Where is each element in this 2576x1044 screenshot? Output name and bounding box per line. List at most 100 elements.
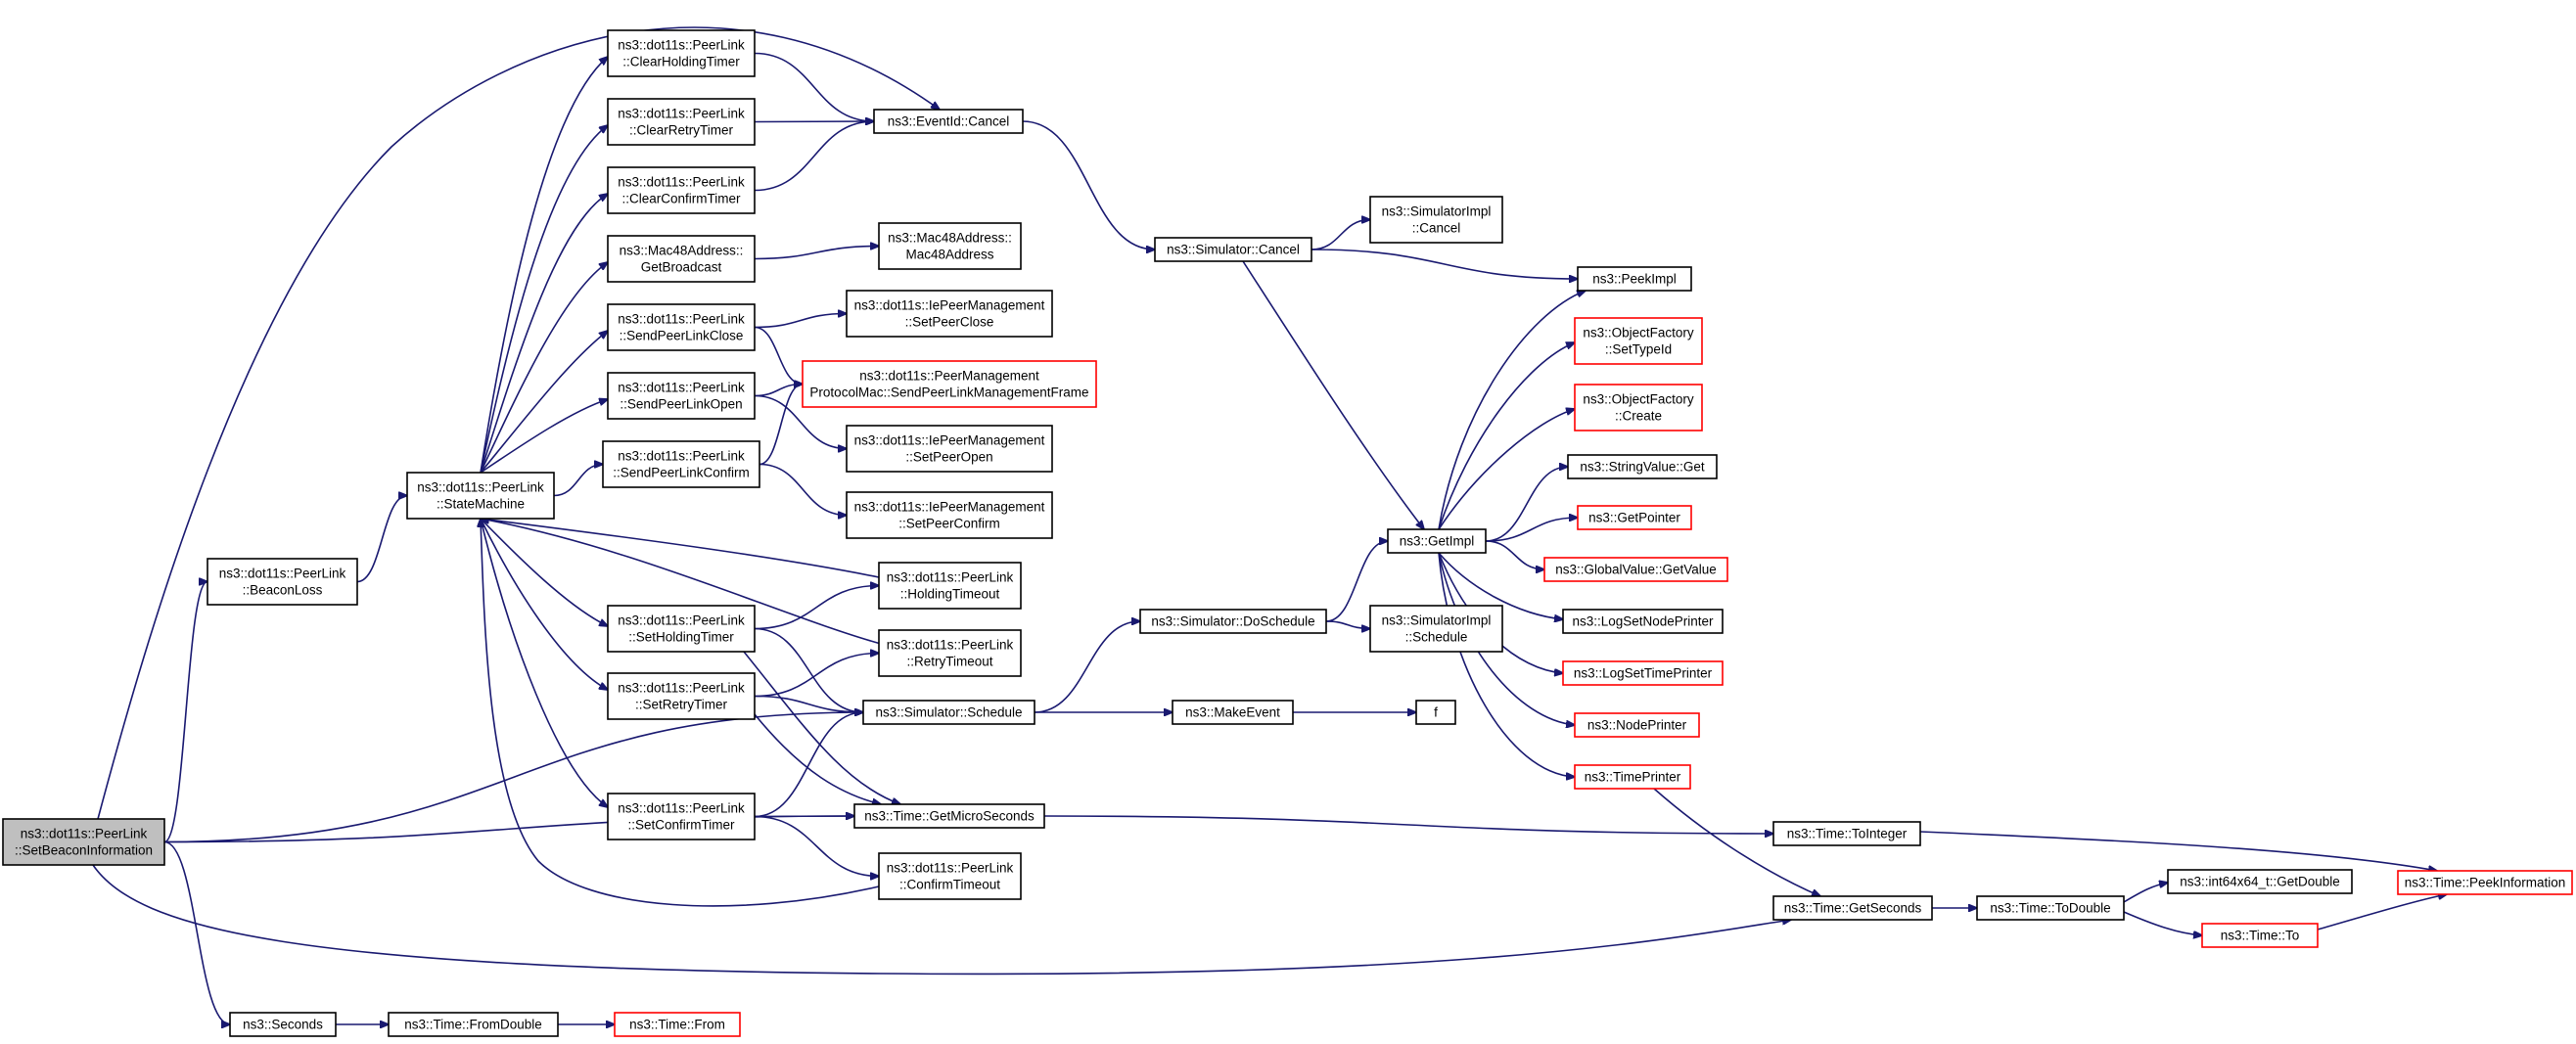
node-implschedule[interactable]: ns3::SimulatorImpl::Schedule <box>1369 605 1503 653</box>
node-sendopen[interactable]: ns3::dot11s::PeerLink::SendPeerLinkOpen <box>607 372 756 420</box>
node-f[interactable]: f <box>1415 700 1456 725</box>
node-simcancel[interactable]: ns3::Simulator::Cancel <box>1154 237 1312 262</box>
edge-getimpl-to-timeprinter <box>1438 552 1575 777</box>
edge-simschedule-to-simdoschedule <box>1034 621 1140 713</box>
node-todouble[interactable]: ns3::Time::ToDouble <box>1976 895 2125 921</box>
node-logsettime[interactable]: ns3::LogSetTimePrinter <box>1562 660 1724 686</box>
edge-arrow <box>754 121 874 122</box>
edge-timeprinter-to-getseconds <box>1653 788 1820 896</box>
node-ofcreate[interactable]: ns3::ObjectFactory::Create <box>1574 384 1703 431</box>
node-label: ns3::GetImpl <box>1400 534 1475 549</box>
node-implcancel[interactable]: ns3::SimulatorImpl::Cancel <box>1369 196 1503 244</box>
node-seconds[interactable]: ns3::Seconds <box>229 1012 337 1037</box>
edge-getimpl-to-peekimpl <box>1438 291 1586 530</box>
node-label: ::SetHoldingTimer <box>628 630 734 645</box>
node-box <box>1577 266 1692 292</box>
node-label: ns3::dot11s::PeerLink <box>618 681 745 696</box>
edge-getbroadcast-to-mac48 <box>754 247 879 260</box>
edge-statemachine-to-clearholding <box>480 57 608 474</box>
node-getpointer[interactable]: ns3::GetPointer <box>1577 505 1692 530</box>
node-nodeprinter[interactable]: ns3::NodePrinter <box>1574 712 1700 738</box>
node-logsetnode[interactable]: ns3::LogSetNodePrinter <box>1562 609 1724 634</box>
edge-arrow <box>1438 552 1575 777</box>
edge-eventcancel-to-simcancel <box>1022 120 1155 250</box>
edge-statemachine-to-setholding <box>480 518 608 626</box>
edge-arrow <box>743 651 900 804</box>
node-makeevent[interactable]: ns3::MakeEvent <box>1172 700 1294 725</box>
node-box <box>607 605 756 653</box>
node-box <box>1139 609 1327 634</box>
edge-clearholding-to-eventcancel <box>754 52 874 122</box>
node-label: ns3::dot11s::PeerLink <box>618 107 745 121</box>
node-label: ns3::LogSetTimePrinter <box>1574 666 1713 681</box>
node-mac48[interactable]: ns3::Mac48Address::Mac48Address <box>878 222 1022 270</box>
edge-todouble-to-timeto <box>2123 911 2202 935</box>
node-box <box>1369 605 1503 653</box>
node-label: ::HoldingTimeout <box>900 587 1000 602</box>
edge-simcancel-to-implcancel <box>1311 220 1370 250</box>
node-label: ns3::Time::GetMicroSeconds <box>864 809 1035 824</box>
edge-arrow <box>759 385 803 466</box>
edge-arrow <box>1919 831 2437 871</box>
node-ofsettypeid[interactable]: ns3::ObjectFactory::SetTypeId <box>1574 317 1703 365</box>
edge-arrow <box>163 582 207 843</box>
node-sendclose[interactable]: ns3::dot11s::PeerLink::SendPeerLinkClose <box>607 303 756 351</box>
node-sendconfirm[interactable]: ns3::dot11s::PeerLink::SendPeerLinkConfi… <box>602 440 760 488</box>
node-box <box>878 222 1022 270</box>
node-iesetopen[interactable]: ns3::dot11s::IePeerManagement::SetPeerOp… <box>846 425 1053 473</box>
node-box <box>1543 557 1728 582</box>
node-box <box>2397 870 2573 895</box>
node-timefrom[interactable]: ns3::Time::From <box>614 1012 741 1037</box>
node-stringvalueget[interactable]: ns3::StringValue::Get <box>1567 454 1718 479</box>
node-globalvalue[interactable]: ns3::GlobalValue::GetValue <box>1543 557 1728 582</box>
node-setbeacon[interactable]: ns3::dot11s::PeerLink::SetBeaconInformat… <box>2 818 165 866</box>
node-sendmgmt[interactable]: ns3::dot11s::PeerManagementProtocolMac::… <box>802 360 1097 408</box>
node-label: ns3::ObjectFactory <box>1583 326 1694 340</box>
node-getmicro[interactable]: ns3::Time::GetMicroSeconds <box>853 803 1045 829</box>
node-iesetconfirm[interactable]: ns3::dot11s::IePeerManagement::SetPeerCo… <box>846 491 1053 539</box>
node-holdingtimeout[interactable]: ns3::dot11s::PeerLink::HoldingTimeout <box>878 562 1022 610</box>
node-getimpl[interactable]: ns3::GetImpl <box>1387 528 1487 554</box>
node-peekimpl[interactable]: ns3::PeekImpl <box>1577 266 1692 292</box>
node-clearholding[interactable]: ns3::dot11s::PeerLink::ClearHoldingTimer <box>607 29 756 77</box>
node-int64getdouble[interactable]: ns3::int64x64_t::GetDouble <box>2167 869 2353 894</box>
edge-statemachine-to-sendopen <box>480 399 608 474</box>
node-label: ns3::EventId::Cancel <box>888 114 1010 129</box>
edge-setconfirm-to-getmicro <box>754 816 854 817</box>
node-label: ns3::TimePrinter <box>1585 770 1681 785</box>
node-box <box>406 472 555 520</box>
node-simschedule[interactable]: ns3::Simulator::Schedule <box>862 700 1035 725</box>
node-clearretry[interactable]: ns3::dot11s::PeerLink::ClearRetryTimer <box>607 98 756 146</box>
node-setholding[interactable]: ns3::dot11s::PeerLink::SetHoldingTimer <box>607 605 756 653</box>
node-confirmtimeout[interactable]: ns3::dot11s::PeerLink::ConfirmTimeout <box>878 852 1022 900</box>
node-iesetclose[interactable]: ns3::dot11s::IePeerManagement::SetPeerCl… <box>846 290 1053 338</box>
edge-clearretry-to-eventcancel <box>754 121 874 122</box>
edge-sendclose-to-sendmgmt <box>754 326 803 385</box>
node-tointeger[interactable]: ns3::Time::ToInteger <box>1772 821 1921 846</box>
node-label: ns3::int64x64_t::GetDouble <box>2180 875 2340 889</box>
node-fromdouble[interactable]: ns3::Time::FromDouble <box>388 1012 559 1037</box>
node-beaconloss[interactable]: ns3::dot11s::PeerLink::BeaconLoss <box>207 558 358 606</box>
edge-getimpl-to-globalvalue <box>1485 540 1544 569</box>
node-label: ns3::Time::ToInteger <box>1787 827 1908 841</box>
node-timeprinter[interactable]: ns3::TimePrinter <box>1574 764 1691 790</box>
node-label: ::SetRetryTimer <box>635 698 728 712</box>
node-label: ::SendPeerLinkOpen <box>620 397 742 412</box>
node-retrytimeout[interactable]: ns3::dot11s::PeerLink::RetryTimeout <box>878 629 1022 677</box>
edge-simdoschedule-to-implschedule <box>1325 620 1370 629</box>
node-setconfirm[interactable]: ns3::dot11s::PeerLink::SetConfirmTimer <box>607 793 756 840</box>
node-getbroadcast[interactable]: ns3::Mac48Address::GetBroadcast <box>607 235 756 283</box>
node-statemachine[interactable]: ns3::dot11s::PeerLink::StateMachine <box>406 472 555 520</box>
edge-arrow <box>1242 260 1424 529</box>
node-peekinformation[interactable]: ns3::Time::PeekInformation <box>2397 870 2573 895</box>
node-getseconds[interactable]: ns3::Time::GetSeconds <box>1772 895 1933 921</box>
node-eventcancel[interactable]: ns3::EventId::Cancel <box>873 109 1024 134</box>
node-simdoschedule[interactable]: ns3::Simulator::DoSchedule <box>1139 609 1327 634</box>
node-setretry[interactable]: ns3::dot11s::PeerLink::SetRetryTimer <box>607 672 756 720</box>
node-label: ns3::Time::PeekInformation <box>2405 876 2566 890</box>
edge-beaconloss-to-statemachine <box>356 496 407 583</box>
node-timeto[interactable]: ns3::Time::To <box>2201 923 2319 948</box>
node-box <box>607 303 756 351</box>
node-box <box>878 562 1022 610</box>
node-clearconfirm[interactable]: ns3::dot11s::PeerLink::ClearConfirmTimer <box>607 166 756 214</box>
